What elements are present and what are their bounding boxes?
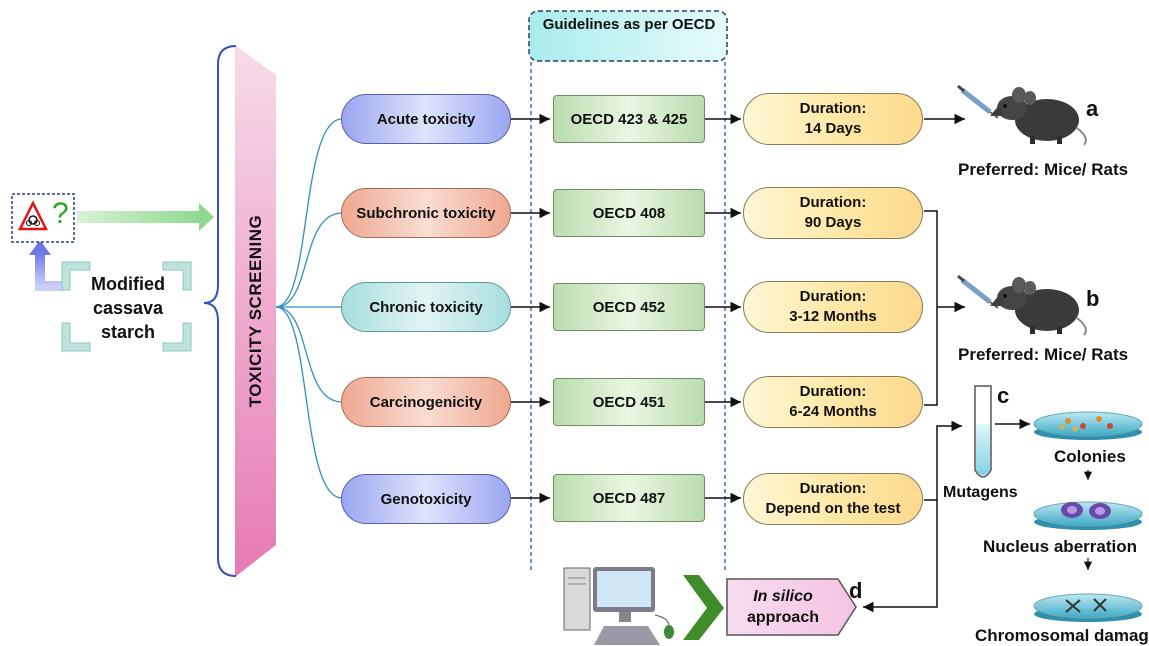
question-mark: ? xyxy=(52,197,69,230)
screening-bar xyxy=(235,45,276,577)
duration-subchronic: Duration: 90 Days xyxy=(743,187,923,239)
input-arrow-shaft xyxy=(77,211,201,223)
test-tube-icon xyxy=(974,385,992,478)
step-chromosomal-damage: Chromosomal damage xyxy=(975,626,1149,645)
test-genotoxicity: Genotoxicity xyxy=(341,474,511,524)
duration-title: Duration: xyxy=(799,383,867,400)
curly-brace xyxy=(203,45,237,577)
duration-value: Depend on the test xyxy=(765,500,901,517)
test-carcinogenicity: Carcinogenicity xyxy=(341,377,511,427)
duration-value: 3-12 Months xyxy=(789,308,877,325)
outcome-d-letter: d xyxy=(849,578,863,603)
material-label: Modified cassava starch xyxy=(91,274,165,342)
duration-carcinogenicity: Duration: 6-24 Months xyxy=(743,376,923,428)
guidelines-header: Guidelines as per OECD xyxy=(542,16,716,33)
oecd-carcinogenicity: OECD 451 xyxy=(553,378,705,426)
fan-connectors xyxy=(275,118,343,499)
mutagens-label: Mutagens xyxy=(943,484,1018,501)
outcome-b-letter: b xyxy=(1086,286,1100,311)
syringe-a-icon xyxy=(957,84,999,119)
oecd-subchronic: OECD 408 xyxy=(553,189,705,237)
hazard-box xyxy=(11,193,75,243)
computer-icon xyxy=(563,567,674,645)
duration-title: Duration: xyxy=(799,100,867,117)
feedback-arrowhead xyxy=(29,240,51,255)
in-silico-box xyxy=(726,578,857,636)
test-acute-toxicity: Acute toxicity xyxy=(341,94,511,144)
petri-dish-colonies-icon xyxy=(1033,411,1143,440)
duration-acute: Duration: 14 Days xyxy=(743,93,923,145)
duration-genotoxicity: Duration: Depend on the test xyxy=(743,473,923,525)
mouse-a-illustration xyxy=(990,87,1087,146)
outcome-a-letter: a xyxy=(1086,96,1099,121)
step-colonies: Colonies xyxy=(1054,447,1126,466)
outcome-c-letter: c xyxy=(997,383,1010,408)
petri-dish-chromosome-icon xyxy=(1033,593,1143,622)
in-silico-italic: In silico xyxy=(753,588,813,605)
chevron-right-icon xyxy=(683,575,724,640)
oecd-acute: OECD 423 & 425 xyxy=(553,95,705,143)
input-arrowhead xyxy=(199,203,214,231)
petri-dish-nucleus-icon xyxy=(1033,501,1143,530)
duration-title: Duration: xyxy=(799,194,867,211)
duration-value: 90 Days xyxy=(804,214,862,231)
row-arrows xyxy=(508,113,741,504)
test-chronic-toxicity: Chronic toxicity xyxy=(341,282,511,332)
duration-title: Duration: xyxy=(799,480,867,497)
guidelines-header-box xyxy=(528,10,728,62)
oecd-chronic: OECD 452 xyxy=(553,283,705,331)
duration-chronic: Duration: 3-12 Months xyxy=(743,281,923,333)
duration-value: 14 Days xyxy=(804,120,862,137)
duration-title: Duration: xyxy=(799,288,867,305)
syringe-b-icon xyxy=(957,274,999,309)
in-silico-text: approach xyxy=(746,609,819,626)
test-subchronic-toxicity: Subchronic toxicity xyxy=(341,188,511,238)
starch-frame xyxy=(61,261,192,352)
in-silico-label: In silico approach xyxy=(728,586,838,628)
outcome-b-caption: Preferred: Mice/ Rats xyxy=(958,345,1129,364)
oecd-genotoxicity: OECD 487 xyxy=(553,474,705,522)
mouse-b-illustration xyxy=(990,277,1087,336)
duration-value: 6-24 Months xyxy=(789,403,877,420)
screening-label: TOXICITY SCREENING xyxy=(246,214,265,408)
step-nucleus-aberration: Nucleus aberration xyxy=(983,537,1137,556)
outcome-a-caption: Preferred: Mice/ Rats xyxy=(958,160,1129,179)
